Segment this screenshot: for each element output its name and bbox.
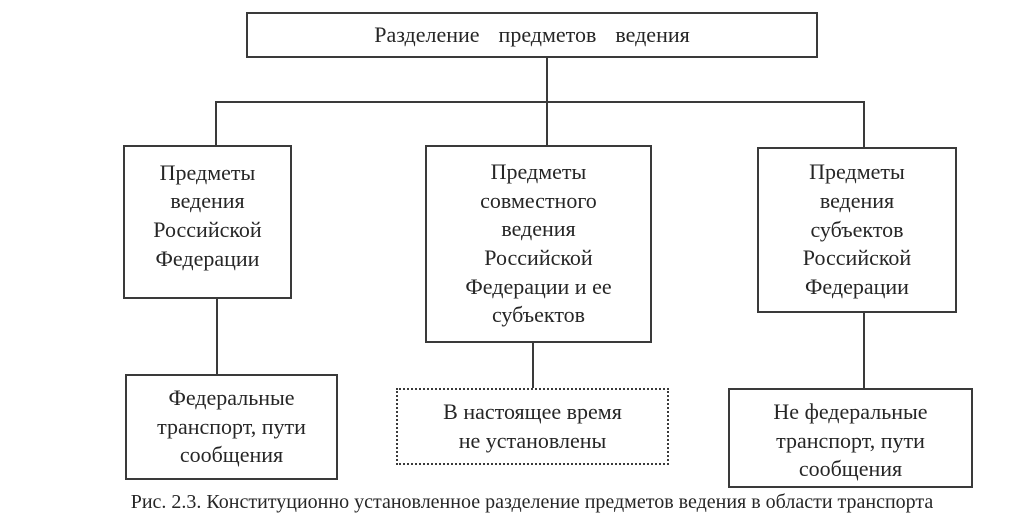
connector-horizontal-bus [215,101,865,103]
node-regional-jurisdiction: Предметы ведения субъектов Российской Фе… [757,147,957,313]
node-label-line: субъектов [810,216,904,242]
node-label-line: Федерации и ее [465,273,612,299]
node-label-line: Российской [802,245,912,271]
detail-label-line: транспорт, пути [776,427,925,453]
node-label-line: Предметы [490,158,587,184]
detail-label-line: транспорт, пути [157,413,306,439]
root-node-division-of-jurisdiction: Разделение предметов ведения [246,12,818,58]
detail-label-line: не установлены [458,427,607,453]
node-label-line: ведения [819,187,895,213]
node-label-line: ведения [501,216,576,242]
root-node-label: Разделение предметов ведения [374,21,690,47]
connector-to-joint-subjects [546,101,548,146]
node-label-line: субъектов [491,302,586,328]
connector-to-federal-subjects [215,101,217,146]
node-label-line: Федерации [155,245,260,271]
detail-federal-transport: Федеральные транспорт, пути сообщения [125,374,338,480]
figure-caption: Рис. 2.3. Конституционно установленное р… [130,491,934,513]
node-label-line: Российской [484,245,593,270]
connector-joint-to-detail [532,342,534,389]
connector-root-down [546,57,548,103]
node-label-line: ведения [170,188,245,214]
detail-label-line: сообщения [798,456,903,482]
node-label-line: Российской [153,217,262,242]
detail-label-line: Не федеральные [773,398,928,424]
detail-label-line: В настоящее время [443,398,622,424]
connector-federal-to-detail [216,298,218,375]
detail-label-line: сообщения [179,442,284,468]
node-label-line: Предметы [159,159,256,185]
connector-to-regional-subjects [863,101,865,148]
detail-non-federal-transport: Не федеральные транспорт, пути сообщения [728,388,973,488]
node-label-line: совместного [480,187,597,213]
node-federal-jurisdiction: Предметы ведения Российской Федерации [123,145,292,299]
connector-regional-to-detail [863,312,865,389]
node-label-line: Федерации [805,274,909,300]
node-label-line: Предметы [809,159,905,185]
detail-label-line: Федеральные [168,384,295,410]
detail-joint-not-established: В настоящее время не установлены [396,388,669,465]
node-joint-jurisdiction: Предметы совместного ведения Российской … [425,145,652,343]
